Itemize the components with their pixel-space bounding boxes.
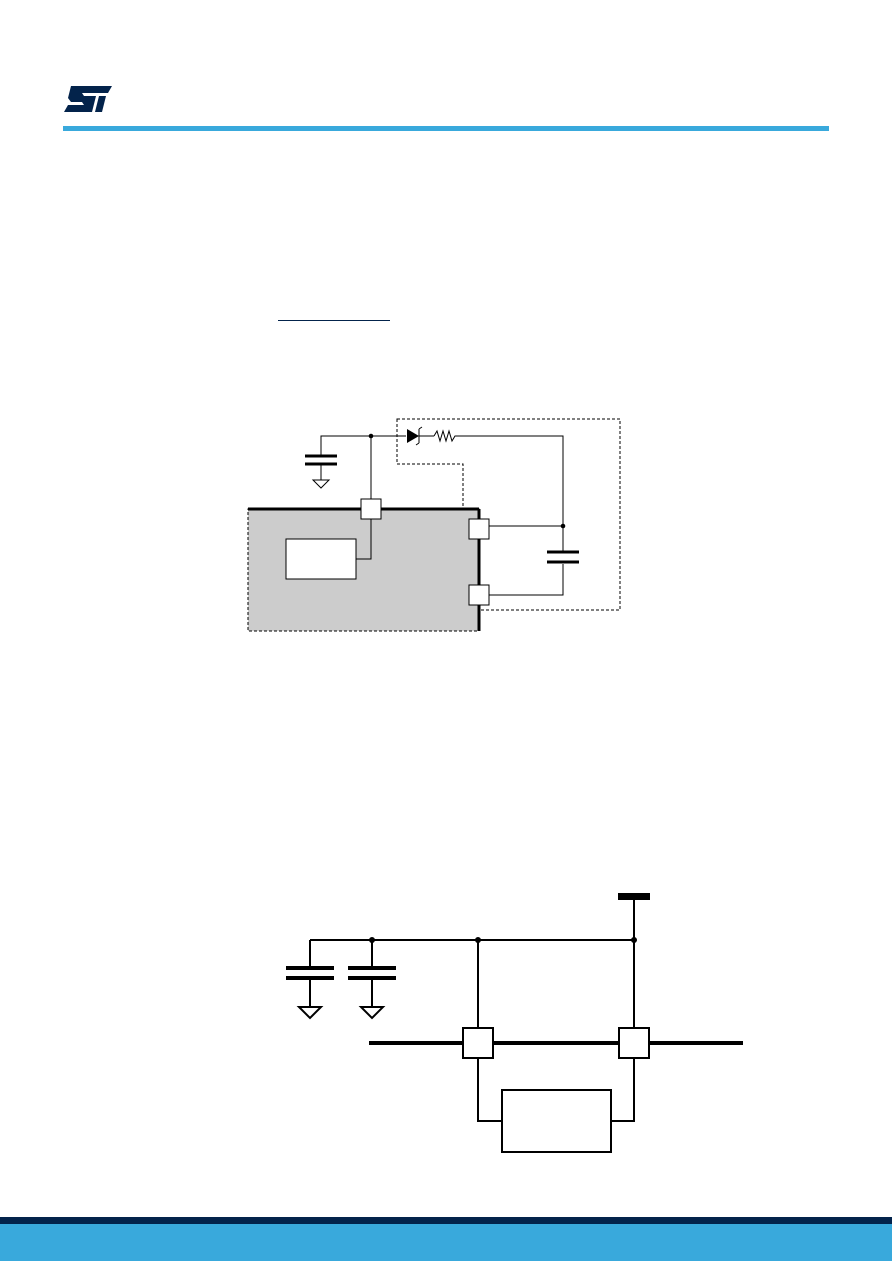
- link-underline[interactable]: [278, 320, 390, 321]
- header-rule: [63, 126, 829, 131]
- battery-backup-circuit-diagram: [247, 418, 621, 632]
- footer-band: [0, 1224, 892, 1261]
- footer-dark-band: [0, 1217, 892, 1224]
- st-logo-icon: [64, 86, 112, 112]
- bus-connection-circuit-diagram: [286, 893, 743, 1153]
